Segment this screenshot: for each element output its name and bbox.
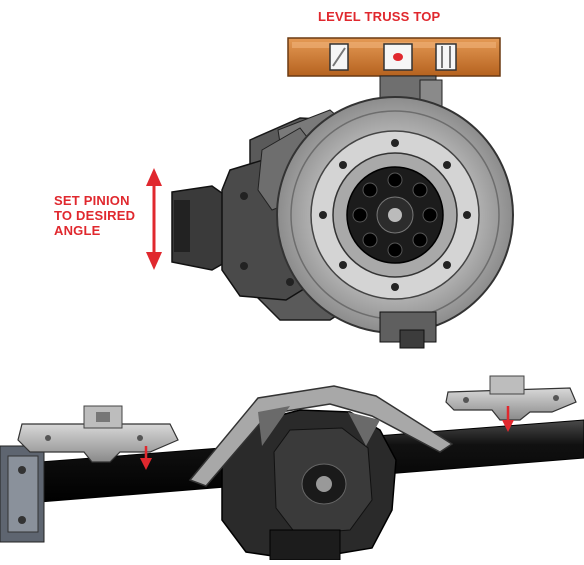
set-pinion-label: SET PINION TO DESIRED ANGLE	[54, 193, 154, 238]
right-bracket-plate	[445, 375, 577, 421]
double-arrow-vertical-icon	[146, 168, 162, 270]
axle-assembly	[0, 375, 584, 561]
arrow-down-icon	[140, 446, 152, 470]
level-tool	[287, 37, 501, 77]
set-pinion-line-2: TO DESIRED	[54, 208, 136, 223]
bubble-icon	[393, 53, 403, 61]
set-pinion-line-1: SET PINION	[54, 193, 130, 208]
arrow-down-icon	[502, 406, 514, 432]
vial-right	[435, 43, 457, 71]
axle-end-view	[171, 96, 514, 349]
set-pinion-line-3: ANGLE	[54, 223, 101, 238]
level-truss-top-label: LEVEL TRUSS TOP	[318, 9, 441, 24]
left-bracket-plate	[17, 405, 179, 463]
truss	[188, 385, 454, 487]
